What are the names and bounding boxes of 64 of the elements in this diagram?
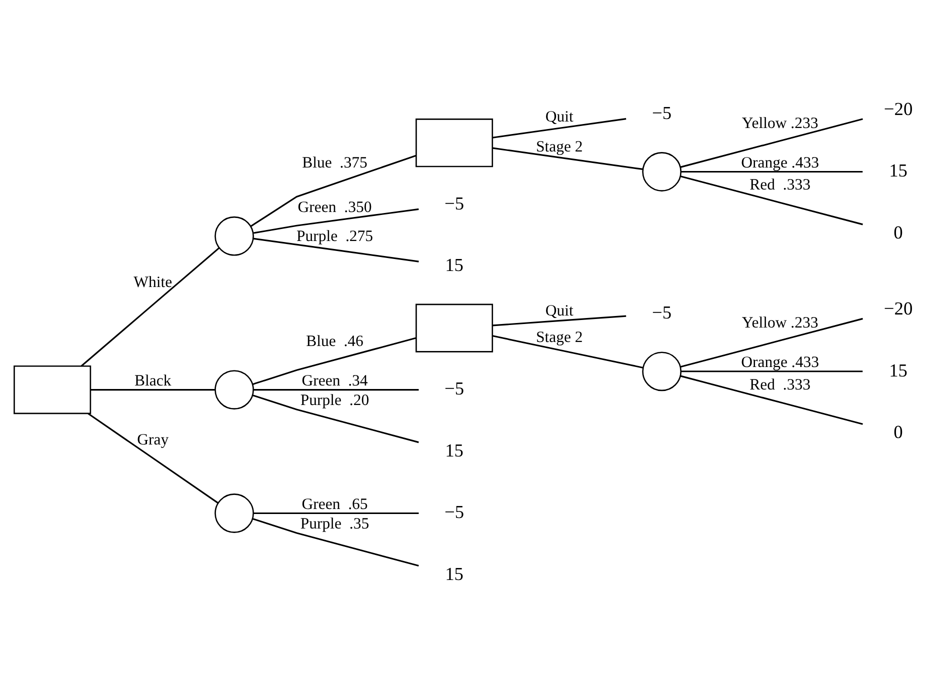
node-text: −20 bbox=[883, 98, 912, 119]
edge-label: Stage 2 bbox=[535, 138, 582, 156]
node-text: 0 bbox=[893, 422, 902, 442]
edge-label: Blue .46 bbox=[306, 332, 363, 350]
edge-label: Green .350 bbox=[297, 198, 372, 216]
connector bbox=[252, 518, 418, 567]
edge-label: Quit bbox=[544, 108, 573, 126]
connector bbox=[680, 318, 862, 368]
node-circle bbox=[214, 494, 254, 533]
connector bbox=[90, 389, 214, 391]
connector bbox=[250, 154, 416, 227]
node-box bbox=[415, 304, 493, 352]
node-text: 15 bbox=[444, 440, 463, 460]
node-text: −5 bbox=[444, 193, 464, 214]
edge-label: Yellow .233 bbox=[741, 114, 818, 132]
connector bbox=[87, 412, 218, 504]
node-text: 15 bbox=[444, 564, 463, 584]
connector bbox=[680, 370, 862, 372]
connector bbox=[680, 375, 862, 425]
edge-label: Purple .35 bbox=[300, 516, 369, 532]
edge-label: White bbox=[133, 274, 172, 291]
connector bbox=[680, 118, 862, 168]
connector bbox=[80, 247, 220, 367]
edge-label: Stage 2 bbox=[535, 328, 582, 346]
node-text: 15 bbox=[888, 160, 907, 181]
node-box bbox=[415, 118, 493, 168]
edge-label: Purple .20 bbox=[300, 392, 369, 410]
node-text: 15 bbox=[888, 360, 907, 380]
node-circle bbox=[214, 370, 254, 410]
node-text: −5 bbox=[652, 302, 672, 322]
connector bbox=[252, 337, 416, 385]
edge-label: Orange .433 bbox=[740, 354, 818, 371]
edge-label: Blue .375 bbox=[302, 154, 367, 172]
edge-label: Quit bbox=[544, 302, 573, 320]
connector bbox=[680, 176, 862, 226]
node-box bbox=[13, 365, 91, 414]
node-text: −5 bbox=[444, 378, 464, 399]
connector bbox=[252, 394, 418, 444]
edge-label: Red .333 bbox=[749, 176, 810, 194]
connector bbox=[252, 512, 418, 514]
node-text: −5 bbox=[444, 502, 464, 522]
connector bbox=[680, 170, 862, 173]
node-circle bbox=[214, 216, 254, 256]
connector bbox=[252, 238, 418, 262]
edge-label: Purple .275 bbox=[296, 228, 373, 245]
node-text: 0 bbox=[893, 222, 902, 242]
edge-label: Green .65 bbox=[301, 496, 368, 513]
edge-label: Green .34 bbox=[301, 372, 368, 390]
node-circle bbox=[642, 352, 682, 392]
node-text: −5 bbox=[652, 102, 672, 123]
connector bbox=[492, 118, 626, 138]
edge-label: Black bbox=[134, 372, 171, 390]
connector bbox=[252, 208, 418, 234]
edge-label: Gray bbox=[136, 431, 168, 448]
connector bbox=[252, 389, 418, 391]
edge-label: Orange .433 bbox=[740, 154, 818, 172]
connector bbox=[492, 315, 626, 326]
edge-label: Yellow .233 bbox=[741, 314, 818, 332]
node-text: −20 bbox=[883, 298, 912, 319]
node-text: 15 bbox=[444, 255, 463, 276]
connector bbox=[492, 147, 642, 170]
connector bbox=[492, 335, 643, 368]
edge-label: Red .333 bbox=[749, 376, 810, 394]
node-circle bbox=[642, 152, 682, 192]
